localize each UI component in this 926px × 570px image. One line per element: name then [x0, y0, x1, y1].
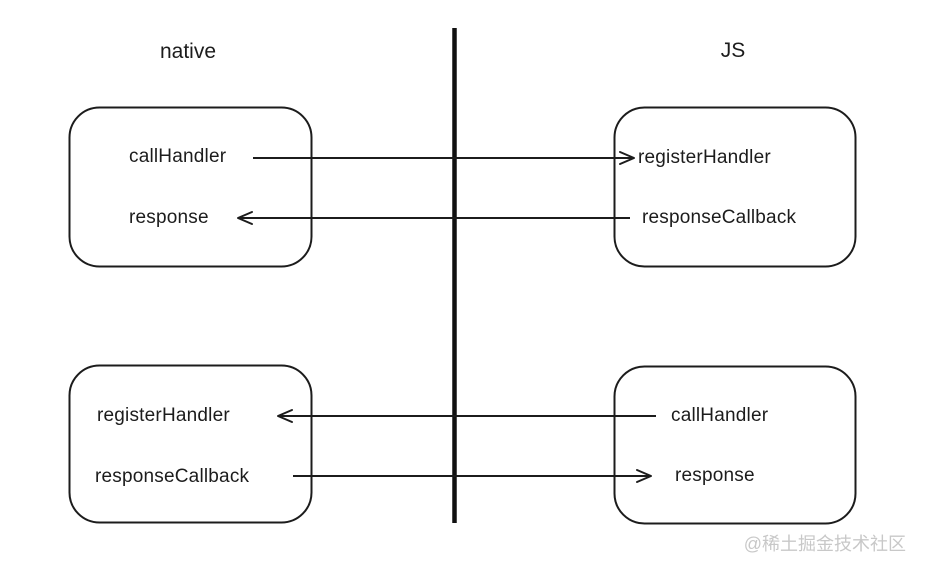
- js-bottom-box: [613, 365, 857, 525]
- native-bottom-responsecallback-label: responseCallback: [95, 466, 250, 487]
- watermark-text: @稀土掘金技术社区: [743, 534, 906, 554]
- js-bottom-response-label: response: [675, 465, 755, 486]
- js-top-box: [613, 106, 857, 268]
- native-top-box: [68, 106, 313, 268]
- native-bottom-registerhandler-label: registerHandler: [97, 405, 230, 426]
- js-top-responsecallback-label: responseCallback: [642, 207, 797, 228]
- native-bottom-box: [68, 364, 313, 524]
- native-top-response-label: response: [129, 207, 209, 228]
- js-bottom-callhandler-label: callHandler: [671, 405, 769, 426]
- js-column-title: JS: [720, 39, 746, 62]
- js-top-registerhandler-label: registerHandler: [638, 147, 771, 168]
- native-top-callhandler-label: callHandler: [129, 146, 227, 167]
- native-column-title: native: [159, 40, 217, 63]
